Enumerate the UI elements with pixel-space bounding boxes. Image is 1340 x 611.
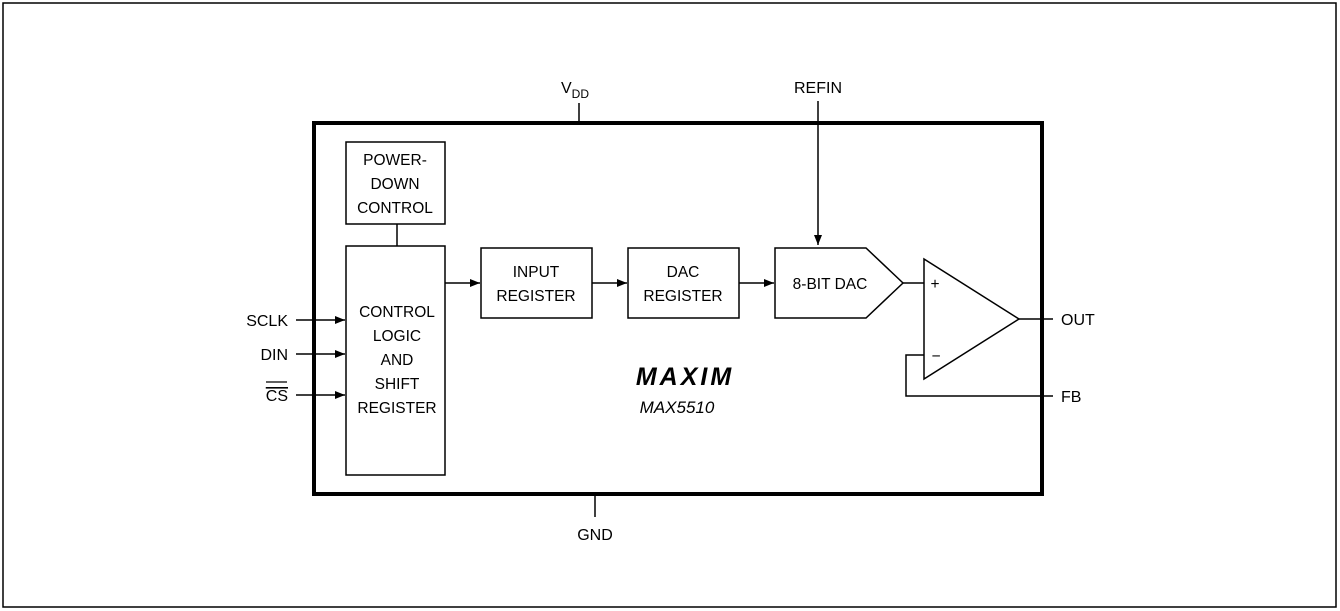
dac-register-line-1: DAC [667,264,700,281]
amp-plus-sign: + [930,276,939,293]
chip-outline [312,121,1044,496]
refin-label: REFIN [794,80,842,97]
out-label: OUT [1061,312,1095,329]
control-logic-line-5: REGISTER [357,400,436,417]
maxim-logo: MAXIM [636,363,734,391]
control-logic-line-3: AND [381,352,414,369]
control-logic-line-1: CONTROL [359,304,435,321]
gnd-label: GND [577,527,613,544]
input-register-line-2: REGISTER [496,288,575,305]
power-down-line-3: CONTROL [357,200,433,217]
vdd-label: VDD [561,80,589,101]
fb-label: FB [1061,389,1081,406]
cs-label: CS [266,388,288,405]
power-down-line-1: POWER- [363,152,427,169]
control-logic-block [345,245,446,476]
power-down-line-2: DOWN [370,176,419,193]
dac-register-line-2: REGISTER [643,288,722,305]
part-number: MAX5510 [640,398,715,417]
din-label: DIN [260,347,288,364]
dac-block [774,247,905,319]
dac-label: 8-BIT DAC [793,276,868,293]
control-logic-line-2: LOGIC [373,328,421,345]
output-amplifier [923,257,1021,381]
control-logic-line-4: SHIFT [375,376,420,393]
input-register-line-1: INPUT [513,264,560,281]
dac-register-block [627,247,740,319]
sclk-label: SCLK [246,313,288,330]
feedback-wire [905,354,1053,397]
power-down-control-block [345,141,446,225]
amp-minus-sign: − [931,348,940,365]
input-register-block [480,247,593,319]
